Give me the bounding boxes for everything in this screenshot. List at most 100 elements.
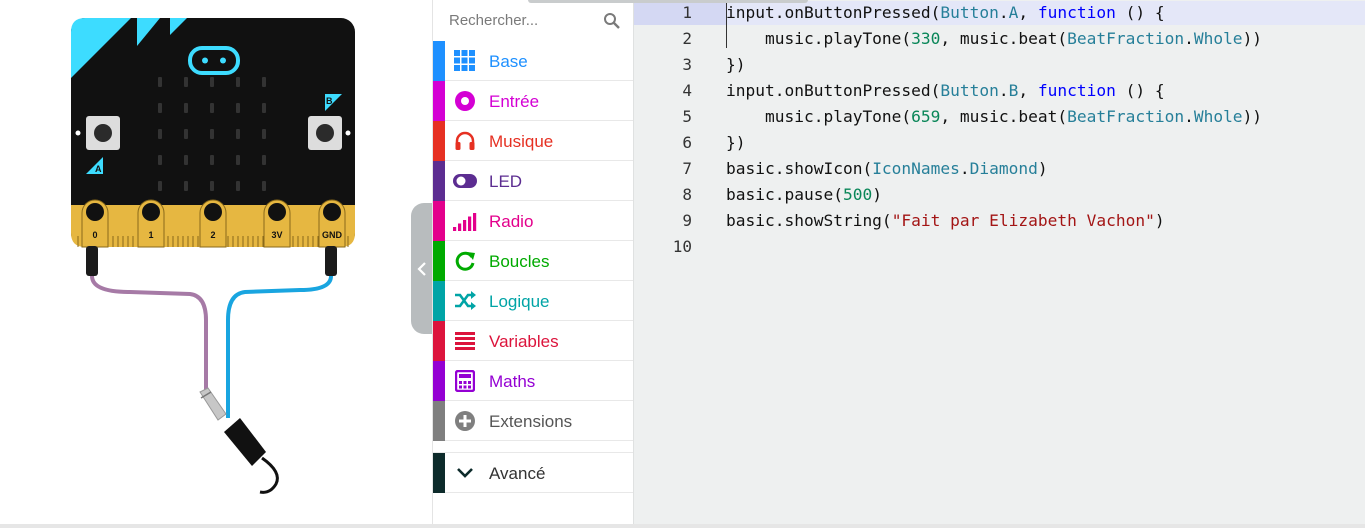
radio-button-icon bbox=[453, 89, 477, 113]
pin-2[interactable]: 2 bbox=[199, 199, 227, 248]
button-a[interactable] bbox=[86, 116, 120, 150]
code-token: () { bbox=[1115, 3, 1165, 22]
code-line[interactable]: basic.showIcon(IconNames.Diamond) bbox=[726, 159, 1048, 178]
led-3-1 bbox=[184, 155, 188, 165]
category-label: Avancé bbox=[489, 464, 546, 483]
led-4-4 bbox=[262, 181, 266, 191]
code-token: music.playTone( bbox=[726, 107, 912, 126]
chevron-down-icon bbox=[453, 461, 477, 485]
chevron-left-icon bbox=[417, 261, 426, 276]
line-number: 1 bbox=[682, 3, 692, 22]
touch-logo-icon[interactable] bbox=[188, 46, 240, 75]
category-radio[interactable]: Radio bbox=[433, 201, 633, 241]
line-number: 10 bbox=[672, 237, 692, 256]
pin-label: 3V bbox=[271, 230, 282, 240]
pin-label: GND bbox=[322, 230, 343, 240]
code-line[interactable]: }) bbox=[726, 133, 746, 152]
category-boucles[interactable]: Boucles bbox=[433, 241, 633, 281]
line-number: 7 bbox=[682, 159, 692, 178]
code-token: . bbox=[998, 81, 1009, 100]
search-icon[interactable] bbox=[603, 12, 621, 30]
code-token: BeatFraction bbox=[1067, 107, 1185, 126]
code-line[interactable]: music.playTone(659, music.beat(BeatFract… bbox=[726, 107, 1262, 126]
led-2-1 bbox=[184, 129, 188, 139]
category-entree[interactable]: Entrée bbox=[433, 81, 633, 121]
code-token: Button bbox=[940, 81, 999, 100]
code-token: ) bbox=[1037, 159, 1048, 178]
code-token: music.playTone( bbox=[726, 29, 912, 48]
code-token: B bbox=[1008, 81, 1019, 100]
line-number: 6 bbox=[682, 133, 692, 152]
category-label: Logique bbox=[489, 292, 550, 311]
search-input[interactable] bbox=[443, 6, 605, 34]
led-4-3 bbox=[236, 181, 240, 191]
led-3-0 bbox=[158, 155, 162, 165]
code-line[interactable]: basic.pause(500) bbox=[726, 185, 882, 204]
category-color-bar bbox=[433, 201, 445, 241]
led-2-0 bbox=[158, 129, 162, 139]
code-token: function bbox=[1037, 81, 1116, 100]
pin-1[interactable]: 1 bbox=[137, 199, 165, 248]
led-matrix bbox=[158, 77, 266, 191]
code-line[interactable]: basic.showString("Fait par Elizabeth Vac… bbox=[726, 211, 1165, 230]
category-advanced[interactable]: Avancé bbox=[433, 452, 633, 493]
category-label: LED bbox=[489, 172, 523, 191]
line-number: 2 bbox=[682, 29, 692, 48]
line-number: 3 bbox=[682, 55, 692, 74]
code-token: . bbox=[998, 3, 1009, 22]
pin-label: 1 bbox=[148, 230, 153, 240]
category-led[interactable]: LED bbox=[433, 161, 633, 201]
led-0-4 bbox=[262, 77, 266, 87]
code-token: Whole bbox=[1193, 107, 1243, 126]
text-caret bbox=[726, 2, 727, 48]
headphones-icon bbox=[453, 129, 477, 153]
toggle-icon bbox=[453, 169, 477, 193]
code-token: Whole bbox=[1193, 29, 1243, 48]
code-token: Diamond bbox=[969, 159, 1038, 178]
code-token: , music.beat( bbox=[940, 107, 1068, 126]
code-token: . bbox=[1184, 107, 1194, 126]
headphone-jack-icon bbox=[199, 387, 279, 494]
category-maths[interactable]: Maths bbox=[433, 361, 633, 401]
code-token: basic.pause( bbox=[726, 185, 843, 204]
code-line[interactable]: input.onButtonPressed(Button.B, function… bbox=[726, 81, 1165, 100]
led-4-0 bbox=[158, 181, 162, 191]
code-token: IconNames bbox=[872, 159, 960, 178]
collapse-simulator-button[interactable] bbox=[411, 203, 433, 334]
toolbox-search bbox=[433, 0, 633, 40]
code-line[interactable]: music.playTone(330, music.beat(BeatFract… bbox=[726, 29, 1262, 48]
top-handle bbox=[528, 0, 808, 3]
category-color-bar bbox=[433, 41, 445, 81]
category-color-bar bbox=[433, 321, 445, 361]
pin-0[interactable]: 0 bbox=[81, 199, 109, 248]
category-logique[interactable]: Logique bbox=[433, 281, 633, 321]
code-line[interactable]: }) bbox=[726, 55, 746, 74]
led-1-4 bbox=[262, 103, 266, 113]
category-color-bar bbox=[433, 281, 445, 321]
button-b[interactable] bbox=[308, 116, 342, 150]
code-token: ) bbox=[1154, 211, 1165, 230]
category-extensions[interactable]: Extensions bbox=[433, 401, 633, 441]
led-3-4 bbox=[262, 155, 266, 165]
code-token: , music.beat( bbox=[940, 29, 1068, 48]
led-3-2 bbox=[210, 155, 214, 165]
led-0-1 bbox=[184, 77, 188, 87]
code-token: )) bbox=[1242, 29, 1263, 48]
code-token: input.onButtonPressed( bbox=[726, 3, 941, 22]
led-1-0 bbox=[158, 103, 162, 113]
category-variables[interactable]: Variables bbox=[433, 321, 633, 361]
pin-label: 0 bbox=[92, 230, 97, 240]
category-musique[interactable]: Musique bbox=[433, 121, 633, 161]
code-line[interactable]: input.onButtonPressed(Button.A, function… bbox=[726, 3, 1165, 22]
pin-3v[interactable]: 3V bbox=[263, 199, 291, 248]
led-1-1 bbox=[184, 103, 188, 113]
code-token: 500 bbox=[842, 185, 873, 204]
category-label: Boucles bbox=[489, 252, 550, 271]
pin-gnd[interactable]: GND bbox=[318, 199, 346, 248]
wire-pin0 bbox=[90, 275, 208, 396]
category-base[interactable]: Base bbox=[433, 41, 633, 81]
